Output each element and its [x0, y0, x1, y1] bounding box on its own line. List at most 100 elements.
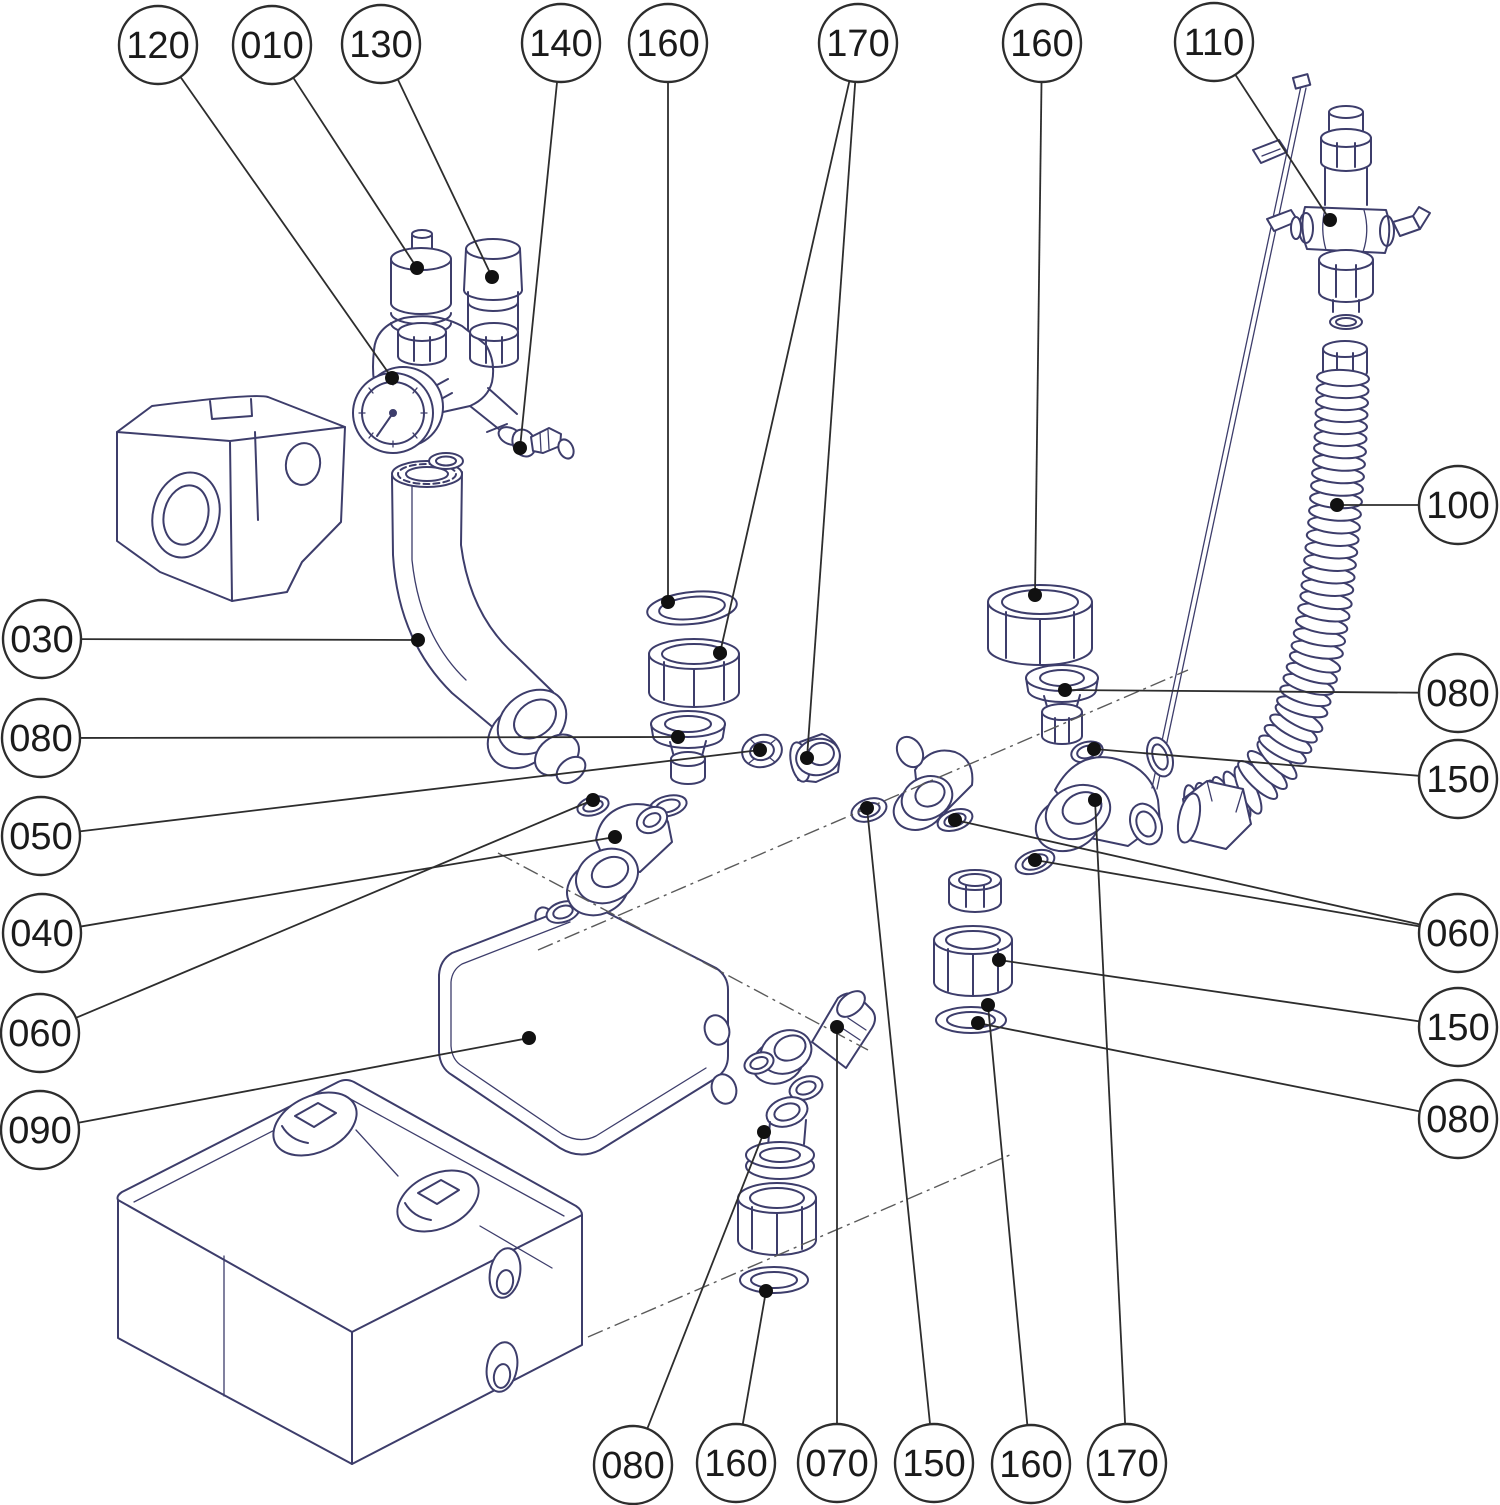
leader-line: [719, 80, 851, 654]
leader-dot: [971, 1016, 985, 1030]
callout-150-bottom: 150: [860, 801, 975, 1504]
callout-070: 070: [796, 1020, 878, 1504]
leader-line: [79, 749, 761, 833]
leader-line: [519, 81, 558, 449]
leader-dot: [608, 830, 622, 844]
leader-dot: [671, 730, 685, 744]
balloon-label: 110: [1184, 22, 1245, 64]
leader-line: [396, 78, 493, 278]
balloon-label: 060: [1426, 913, 1489, 955]
leader-line: [646, 1131, 765, 1430]
callout-010: 010: [231, 4, 424, 275]
balloon-circle: [520, 2, 602, 84]
balloon-label: 160: [704, 1443, 767, 1485]
balloon-label: 120: [126, 25, 189, 67]
callout-170-bottom: 170: [1086, 793, 1168, 1504]
leader-dot: [1058, 683, 1072, 697]
balloon-circle: [1, 892, 83, 974]
balloon-circle: [117, 4, 199, 86]
leader-line: [80, 836, 616, 928]
balloon-label: 130: [349, 24, 412, 66]
valve-group: [352, 229, 575, 470]
balloon-label: 030: [10, 619, 73, 661]
leader-line: [79, 736, 679, 739]
heat-exchanger: [438, 903, 738, 1156]
leader-line: [80, 638, 419, 641]
tailpiece-080-left: [650, 710, 726, 785]
leader-line: [987, 1004, 1029, 1426]
hose-union-nut: [1146, 736, 1252, 850]
safety-valve: [463, 238, 523, 368]
leader-line: [1093, 748, 1420, 777]
nut-stack-below-center: [933, 869, 1013, 1034]
leader-line: [1064, 689, 1420, 694]
leader-dot: [757, 1125, 771, 1139]
leader-dot: [1028, 853, 1042, 867]
callout-120: 120: [117, 4, 399, 385]
elbow-left: [566, 803, 673, 917]
leader-line: [977, 1022, 1420, 1113]
balloon-circle: [0, 795, 82, 877]
air-vent-valve: [390, 229, 452, 366]
leader-line: [1034, 859, 1420, 928]
balloon-circle: [592, 1424, 674, 1505]
leader-dot: [759, 1284, 773, 1298]
leader-line: [1234, 74, 1331, 221]
balloon-circle: [893, 1422, 975, 1504]
balloon-label: 160: [1010, 23, 1073, 65]
balloon-label: 160: [636, 23, 699, 65]
callout-100: 100: [1330, 464, 1499, 546]
callout-170-top: 170: [713, 2, 899, 765]
leader-dot: [992, 953, 1006, 967]
leader-dot: [860, 801, 874, 815]
leader-line: [1034, 81, 1043, 596]
callout-110: 110: [1173, 1, 1337, 227]
callout-160-bottom-1: 160: [695, 1284, 777, 1504]
balloon-circle: [1417, 892, 1499, 974]
callout-080-bottom: 080: [592, 1125, 771, 1505]
balloon-label: 150: [1426, 759, 1489, 801]
balloon-circle: [627, 2, 709, 84]
leader-dot: [410, 261, 424, 275]
leader-dot: [830, 1020, 844, 1034]
leader-dot: [713, 646, 727, 660]
balloon-circle: [1086, 1422, 1168, 1504]
leader-dot: [1088, 793, 1102, 807]
balloon-circle: [1417, 986, 1499, 1068]
leader-line: [75, 799, 594, 1019]
leader-line: [741, 1290, 767, 1425]
leader-dot: [948, 813, 962, 827]
leader-dot: [1087, 742, 1101, 756]
balloon-label: 150: [1426, 1007, 1489, 1049]
three-way-valve: [1290, 105, 1431, 381]
leader-dot: [661, 595, 675, 609]
leader-dot: [981, 998, 995, 1012]
gauge-washer: [428, 452, 464, 470]
callout-080-left: 080: [0, 697, 685, 779]
balloon-circle: [1417, 464, 1499, 546]
corrugated-hose: [1183, 368, 1370, 838]
balloon-circle: [695, 1422, 777, 1504]
pressure-gauge: [352, 366, 453, 454]
callout-060-right: 060: [948, 813, 1499, 974]
balloon-label: 080: [9, 718, 72, 760]
leader-dot: [513, 441, 527, 455]
balloon-circle: [231, 4, 313, 86]
insulation-shell-bottom: [116, 1079, 583, 1465]
drain-cock: [486, 423, 575, 460]
mounting-tabs: [1252, 139, 1299, 232]
leader-line: [954, 819, 1421, 926]
callout-080-right-2: 080: [971, 1016, 1499, 1160]
leader-dot: [753, 743, 767, 757]
balloon-circle: [1417, 1078, 1499, 1160]
balloon-label: 080: [1426, 1099, 1489, 1141]
callout-040: 040: [1, 830, 622, 974]
balloon-circle: [990, 1423, 1072, 1505]
leader-line: [1094, 799, 1127, 1425]
callout-090: 090: [0, 1031, 536, 1171]
balloon-label: 080: [1426, 673, 1489, 715]
balloon-circle: [0, 1089, 81, 1171]
tailpiece-080-right: [1025, 664, 1099, 745]
insulation-shell-top: [116, 395, 346, 602]
